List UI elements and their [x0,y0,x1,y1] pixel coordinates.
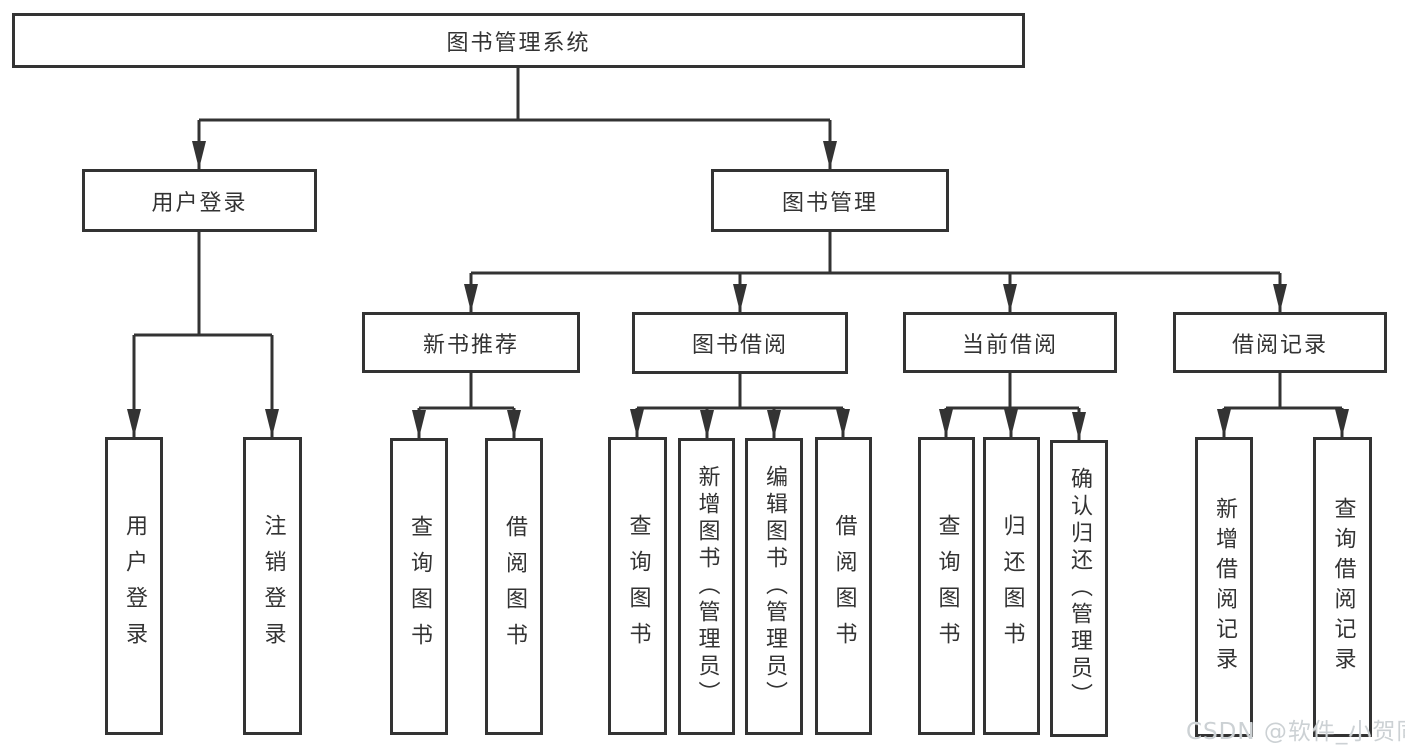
node-current-borrowing: 当前借阅 [903,312,1117,373]
connector-lines [132,68,1344,440]
node-bb-borrow-book: 借阅图书 [815,437,872,735]
arrowhead-icon [836,409,850,437]
node-br-query-record-label: 查询借阅记录 [1330,497,1356,677]
node-br-add-record-label: 新增借阅记录 [1212,497,1237,677]
node-bb-add-book-admin: 新增图书（管理员） [678,438,735,735]
node-br-query-record: 查询借阅记录 [1313,437,1372,737]
node-nb-borrow-book-label: 借阅图书 [502,514,527,659]
arrowhead-icon [1003,284,1017,312]
node-user-login: 用户登录 [105,437,163,735]
csdn-watermark: CSDN @软件_小贺同学 [1186,719,1405,745]
node-cb-query-book: 查询图书 [918,437,975,735]
node-new-book-recommend: 新书推荐 [362,312,580,373]
node-user-login-label: 用户登录 [122,514,147,658]
node-cb-return-book: 归还图书 [983,437,1040,735]
node-bb-add-book-admin-label: 新增图书（管理员） [694,465,720,708]
node-nb-borrow-book: 借阅图书 [485,438,543,735]
arrowhead-icon [1273,284,1287,312]
arrowhead-icon [1335,409,1349,437]
node-cb-return-book-label: 归还图书 [999,514,1025,658]
node-user-login-branch: 用户登录 [82,169,317,232]
node-book-borrowing-label: 图书借阅 [691,333,788,358]
arrowhead-icon [507,410,521,438]
node-nb-query-book: 查询图书 [390,438,448,735]
node-bb-edit-book-admin: 编辑图书（管理员） [745,438,803,735]
node-bb-query-book: 查询图书 [608,437,667,735]
node-new-book-recommend-label: 新书推荐 [422,332,519,358]
node-book-management-label: 图书管理 [781,190,878,216]
node-user-login-branch-label: 用户登录 [151,190,248,216]
arrowhead-icon [464,284,478,312]
node-bb-edit-book-admin-label: 编辑图书（管理员） [762,465,787,708]
arrowhead-icon [1004,409,1018,437]
arrowhead-icon [192,141,206,169]
arrowhead-icon [412,410,426,438]
node-book-borrowing: 图书借阅 [632,312,848,374]
arrowhead-icon [939,409,953,437]
node-book-management-system: 图书管理系统 [12,13,1025,68]
node-bb-borrow-book-label: 借阅图书 [831,514,857,658]
node-book-management-system-label: 图书管理系统 [446,30,591,56]
node-cb-query-book-label: 查询图书 [934,514,960,658]
node-borrowing-records: 借阅记录 [1173,312,1387,373]
arrowhead-icon [823,141,837,169]
arrowhead-icon [1217,409,1231,437]
node-cb-confirm-return-admin: 确认归还（管理员） [1050,440,1108,737]
arrowhead-icon [733,284,747,312]
node-logout-login-label: 注销登录 [260,514,286,658]
node-nb-query-book-label: 查询图书 [407,514,432,659]
node-logout-login: 注销登录 [243,437,302,735]
node-bb-query-book-label: 查询图书 [625,514,651,658]
node-borrowing-records-label: 借阅记录 [1231,332,1328,358]
node-cb-confirm-return-admin-label: 确认归还（管理员） [1067,467,1092,710]
arrowhead-icon [700,410,714,438]
node-current-borrowing-label: 当前借阅 [961,332,1058,358]
node-br-add-record: 新增借阅记录 [1195,437,1253,737]
arrowhead-icon [1072,412,1086,440]
arrowhead-icon [767,410,781,438]
arrowhead-icon [265,409,279,437]
arrowhead-icon [630,409,644,437]
arrowhead-icon [127,409,141,437]
node-book-management: 图书管理 [711,169,949,232]
